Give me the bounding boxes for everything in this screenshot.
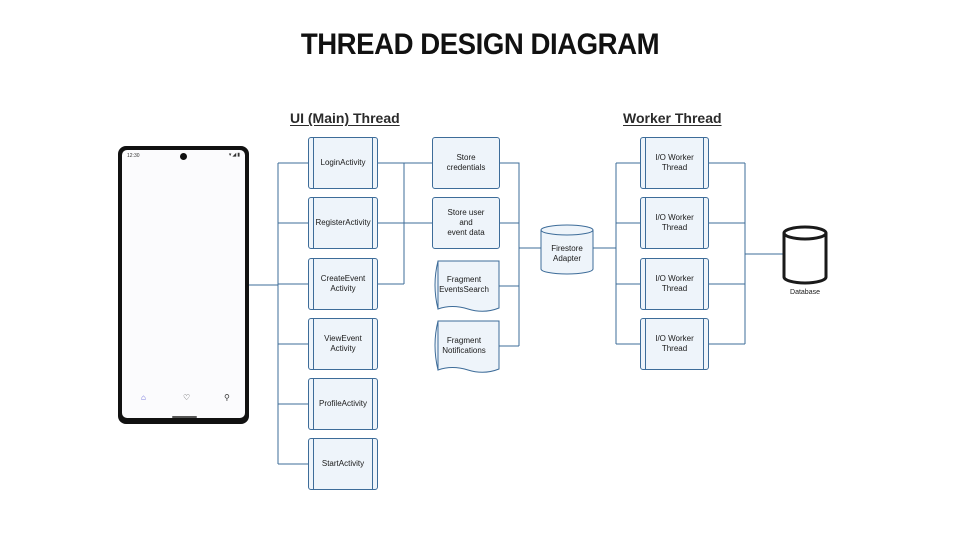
database-cylinder <box>782 225 828 285</box>
phone-status-icons: ▾◢▮ <box>228 152 241 158</box>
store-credentials-box: Store credentials <box>432 137 500 189</box>
worker-label: I/O Worker Thread <box>655 213 694 232</box>
connector-workers-db-bus <box>708 162 746 345</box>
activity-profile: ProfileActivity <box>308 378 378 430</box>
io-worker-thread-2: I/O Worker Thread <box>640 197 709 249</box>
phone-time: 12:30 <box>127 153 140 159</box>
activity-view-event: ViewEvent Activity <box>308 318 378 370</box>
activity-label: CreateEvent Activity <box>320 274 366 293</box>
activity-label: ProfileActivity <box>318 399 367 408</box>
phone-screen: 12:30 ▾◢▮ ⌂ ♡ ⚲ <box>122 150 245 418</box>
connector-ops-adapter-bus <box>499 162 520 347</box>
home-icon: ⌂ <box>141 393 146 402</box>
database-label: Database <box>790 289 820 296</box>
activity-register: RegisterActivity <box>308 197 378 249</box>
io-worker-thread-4: I/O Worker Thread <box>640 318 709 370</box>
person-icon: ⚲ <box>224 393 230 402</box>
activity-create-event: CreateEvent Activity <box>308 258 378 310</box>
worker-thread-label: Worker Thread <box>623 110 722 126</box>
home-indicator <box>172 416 197 418</box>
activity-login: LoginActivity <box>308 137 378 189</box>
ui-thread-label: UI (Main) Thread <box>290 110 400 126</box>
worker-label: I/O Worker Thread <box>655 274 694 293</box>
fragment-notifications-label: Fragment Notifications <box>442 336 486 355</box>
fragment-shapes <box>434 260 500 373</box>
activity-label: StartActivity <box>321 459 365 468</box>
store-user-event-box: Store user and event data <box>432 197 500 249</box>
fragment-eventssearch-label: Fragment EventsSearch <box>439 275 489 294</box>
activity-start: StartActivity <box>308 438 378 490</box>
firestore-adapter-cylinder <box>540 224 594 275</box>
worker-label: I/O Worker Thread <box>655 334 694 353</box>
fragment-notifications-shape <box>434 320 500 373</box>
io-worker-thread-3: I/O Worker Thread <box>640 258 709 310</box>
phone-mockup: 12:30 ▾◢▮ ⌂ ♡ ⚲ <box>118 146 249 424</box>
activity-label: ViewEvent Activity <box>324 334 362 353</box>
activity-label: RegisterActivity <box>315 218 371 227</box>
fragment-eventssearch-shape <box>434 260 500 312</box>
connector-activity-ops-bus <box>377 162 405 285</box>
operation-label: Store credentials <box>446 153 486 172</box>
connector-adapter-workers-bus <box>593 163 617 344</box>
worker-label: I/O Worker Thread <box>655 153 694 172</box>
operation-label: Store user and event data <box>447 208 485 237</box>
camera-icon <box>180 153 187 160</box>
firestore-adapter-label: Firestore Adapter <box>551 244 583 263</box>
activity-label: LoginActivity <box>320 158 366 167</box>
diagram-title: THREAD DESIGN DIAGRAM <box>300 28 660 61</box>
io-worker-thread-1: I/O Worker Thread <box>640 137 709 189</box>
heart-icon: ♡ <box>183 393 191 402</box>
